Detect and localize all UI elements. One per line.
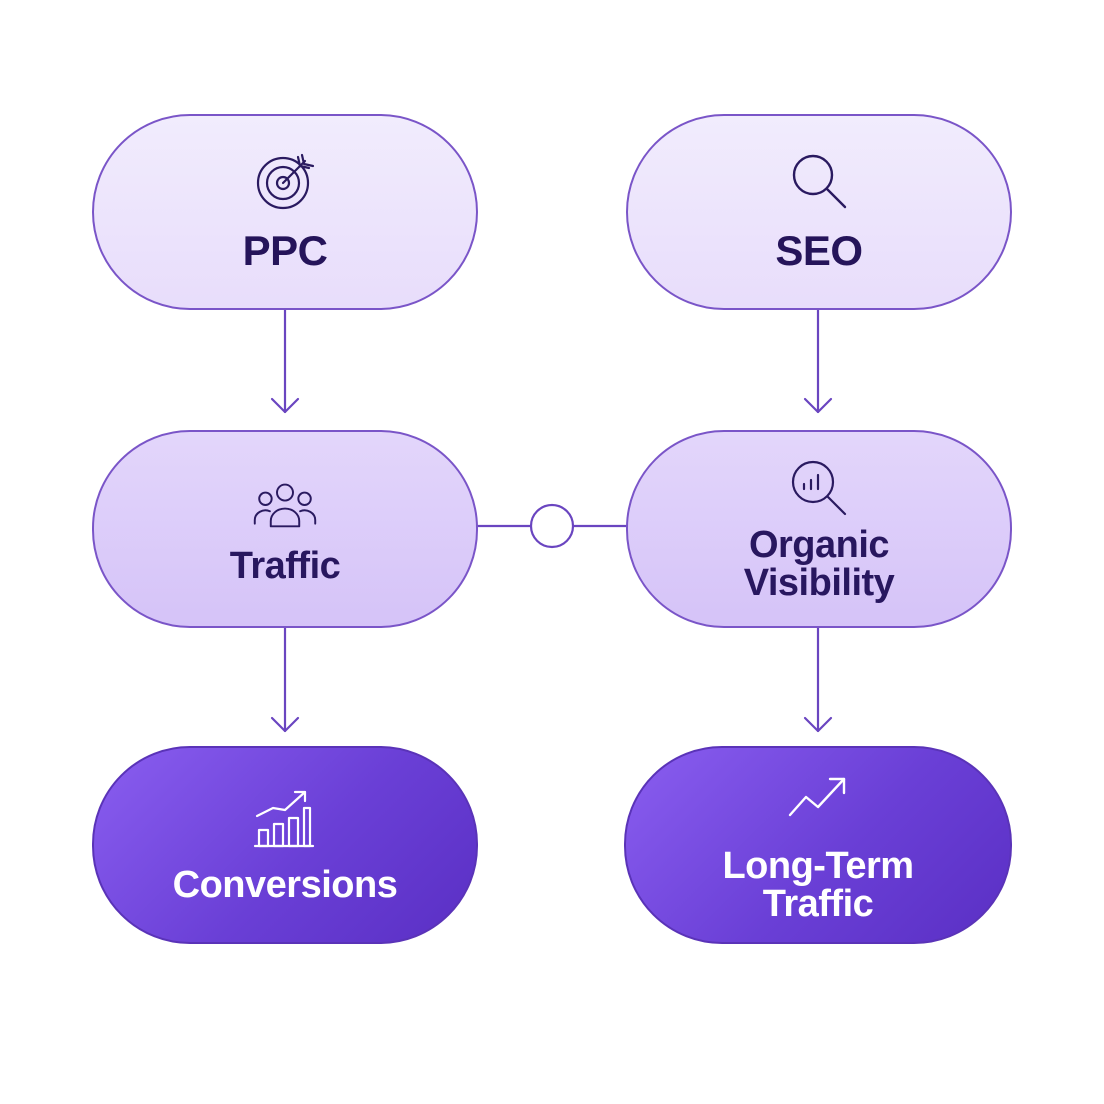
- node-organic-visibility: Organic Visibility: [626, 430, 1012, 628]
- arrow-traffic-to-conversions: [270, 626, 300, 733]
- people-group-icon: [253, 473, 317, 537]
- link-circle: [529, 503, 575, 549]
- node-conversions: Conversions: [92, 746, 478, 944]
- link-traffic-organic-visibility: [476, 503, 628, 549]
- arrow-organic-visibility-to-long-term-traffic: [803, 626, 833, 733]
- node-ppc: PPC: [92, 114, 478, 310]
- magnifier-icon: [787, 149, 851, 213]
- node-label: Long-Term Traffic: [722, 845, 914, 925]
- node-label: Conversions: [172, 864, 398, 906]
- target-arrow-icon: [253, 149, 317, 213]
- node-label: SEO: [775, 227, 863, 274]
- arrow-seo-to-organic-visibility: [803, 308, 833, 414]
- node-label: Organic Visibility: [743, 524, 895, 604]
- node-seo: SEO: [626, 114, 1012, 310]
- arrow-ppc-to-traffic: [270, 308, 300, 414]
- node-long-term-traffic: Long-Term Traffic: [624, 746, 1012, 944]
- bar-chart-growth-icon: [253, 786, 317, 850]
- search-analytics-icon: [787, 456, 851, 520]
- node-traffic: Traffic: [92, 430, 478, 628]
- node-label: PPC: [242, 227, 328, 274]
- node-label: Traffic: [229, 545, 341, 587]
- trend-up-arrow-icon: [786, 767, 850, 831]
